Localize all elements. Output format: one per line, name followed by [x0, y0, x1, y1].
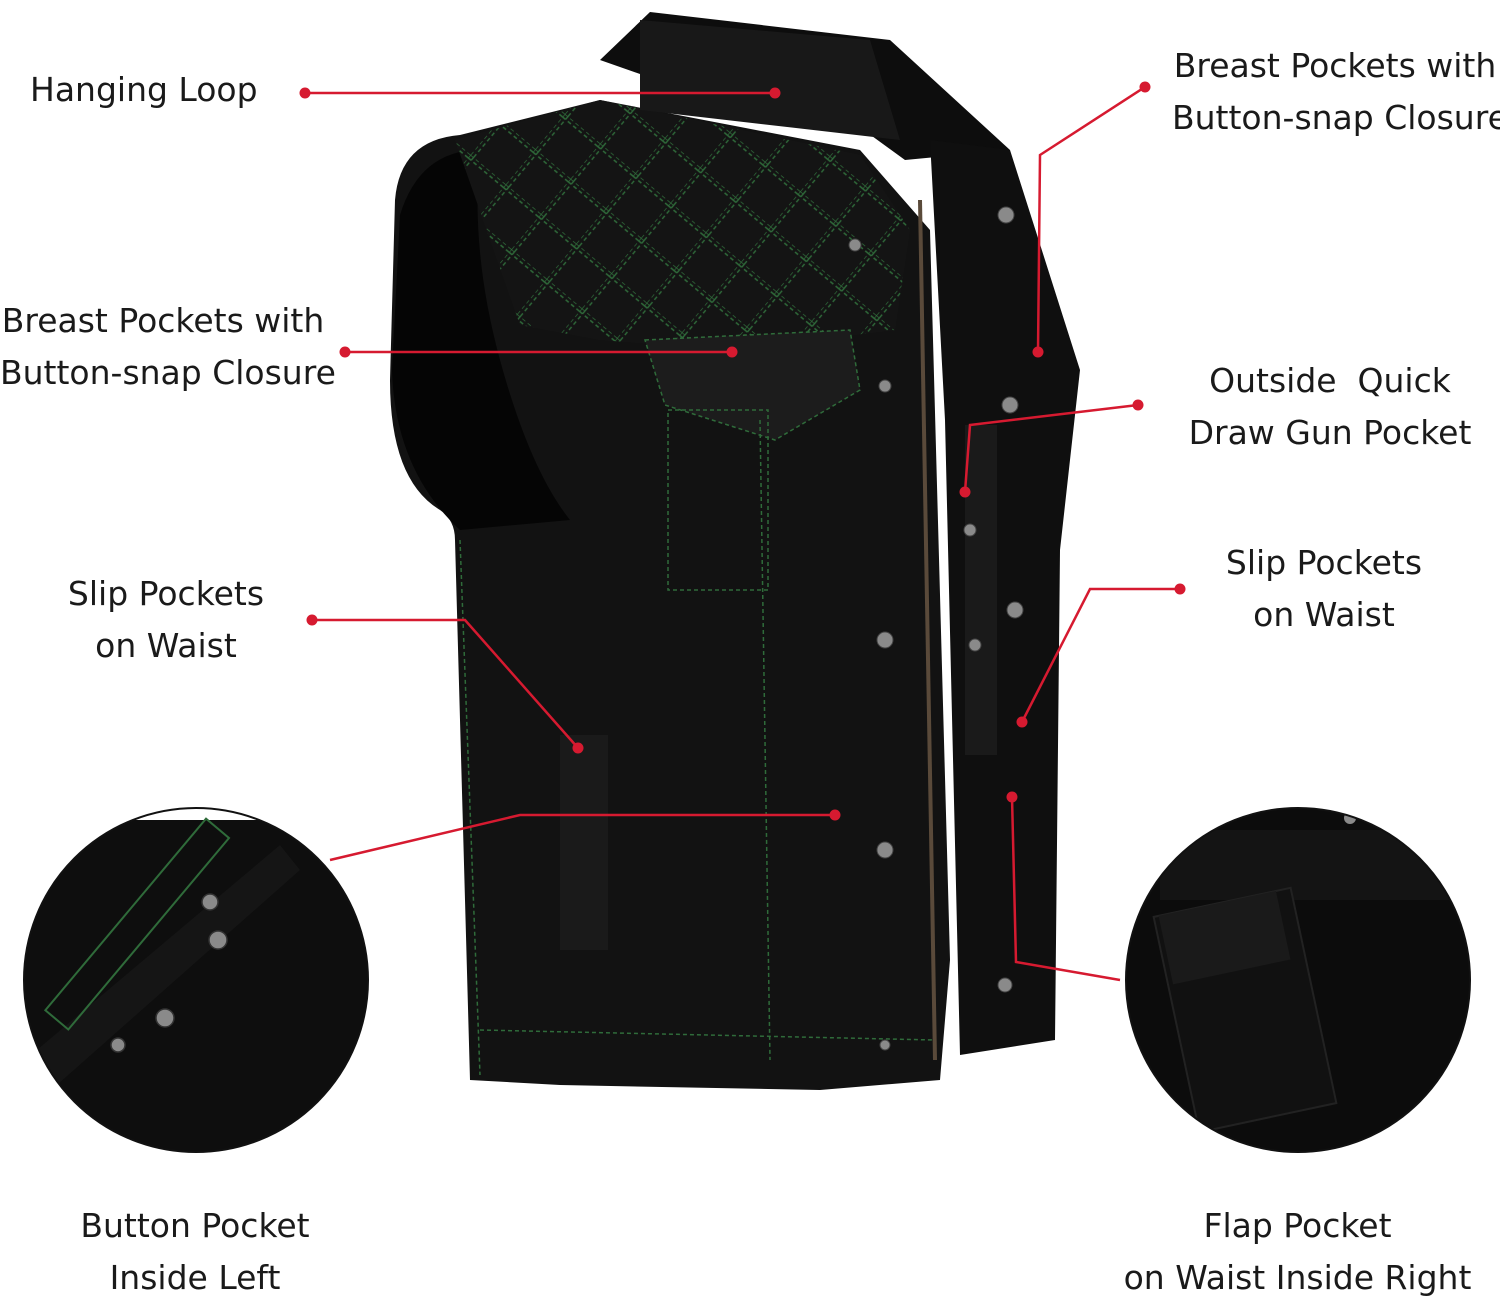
label-line: Flap Pocket	[1203, 1206, 1392, 1245]
label-line: Button-snap Closure	[1172, 98, 1500, 137]
label-line: Button Pocket	[80, 1206, 310, 1245]
label-hanging-loop: Hanging Loop	[30, 64, 258, 116]
label-slip-pockets-right: Slip Pockets on Waist	[1218, 537, 1430, 641]
callout-lines	[305, 85, 1180, 982]
label-line: Breast Pockets with	[1, 301, 325, 340]
label-line: on Waist	[95, 626, 237, 665]
label-line: Draw Gun Pocket	[1188, 413, 1472, 452]
detail-circle-left	[23, 807, 369, 1153]
label-line: on Waist	[1253, 595, 1395, 634]
label-breast-pockets-left: Breast Pockets with Button-snap Closure	[0, 295, 336, 399]
label-line: Slip Pockets	[67, 574, 265, 613]
label-line: Outside Quick	[1209, 361, 1451, 400]
detail-circle-right	[1125, 807, 1471, 1153]
label-line: on Waist Inside Right	[1123, 1258, 1472, 1297]
label-line: Button-snap Closure	[0, 353, 336, 392]
callout-dots	[299, 81, 1186, 821]
vest-body	[390, 12, 1080, 1090]
label-breast-pockets-right: Breast Pockets with Button-snap Closure	[1172, 40, 1500, 144]
label-line: Breast Pockets with	[1173, 46, 1497, 85]
label-line: Inside Left	[109, 1258, 281, 1297]
label-slip-pockets-left: Slip Pockets on Waist	[60, 568, 272, 672]
label-button-pocket: Button Pocket Inside Left	[70, 1200, 320, 1304]
label-line: Hanging Loop	[30, 70, 258, 109]
label-gun-pocket: Outside Quick Draw Gun Pocket	[1180, 355, 1480, 459]
label-flap-pocket: Flap Pocket on Waist Inside Right	[1120, 1200, 1475, 1304]
label-line: Slip Pockets	[1225, 543, 1423, 582]
